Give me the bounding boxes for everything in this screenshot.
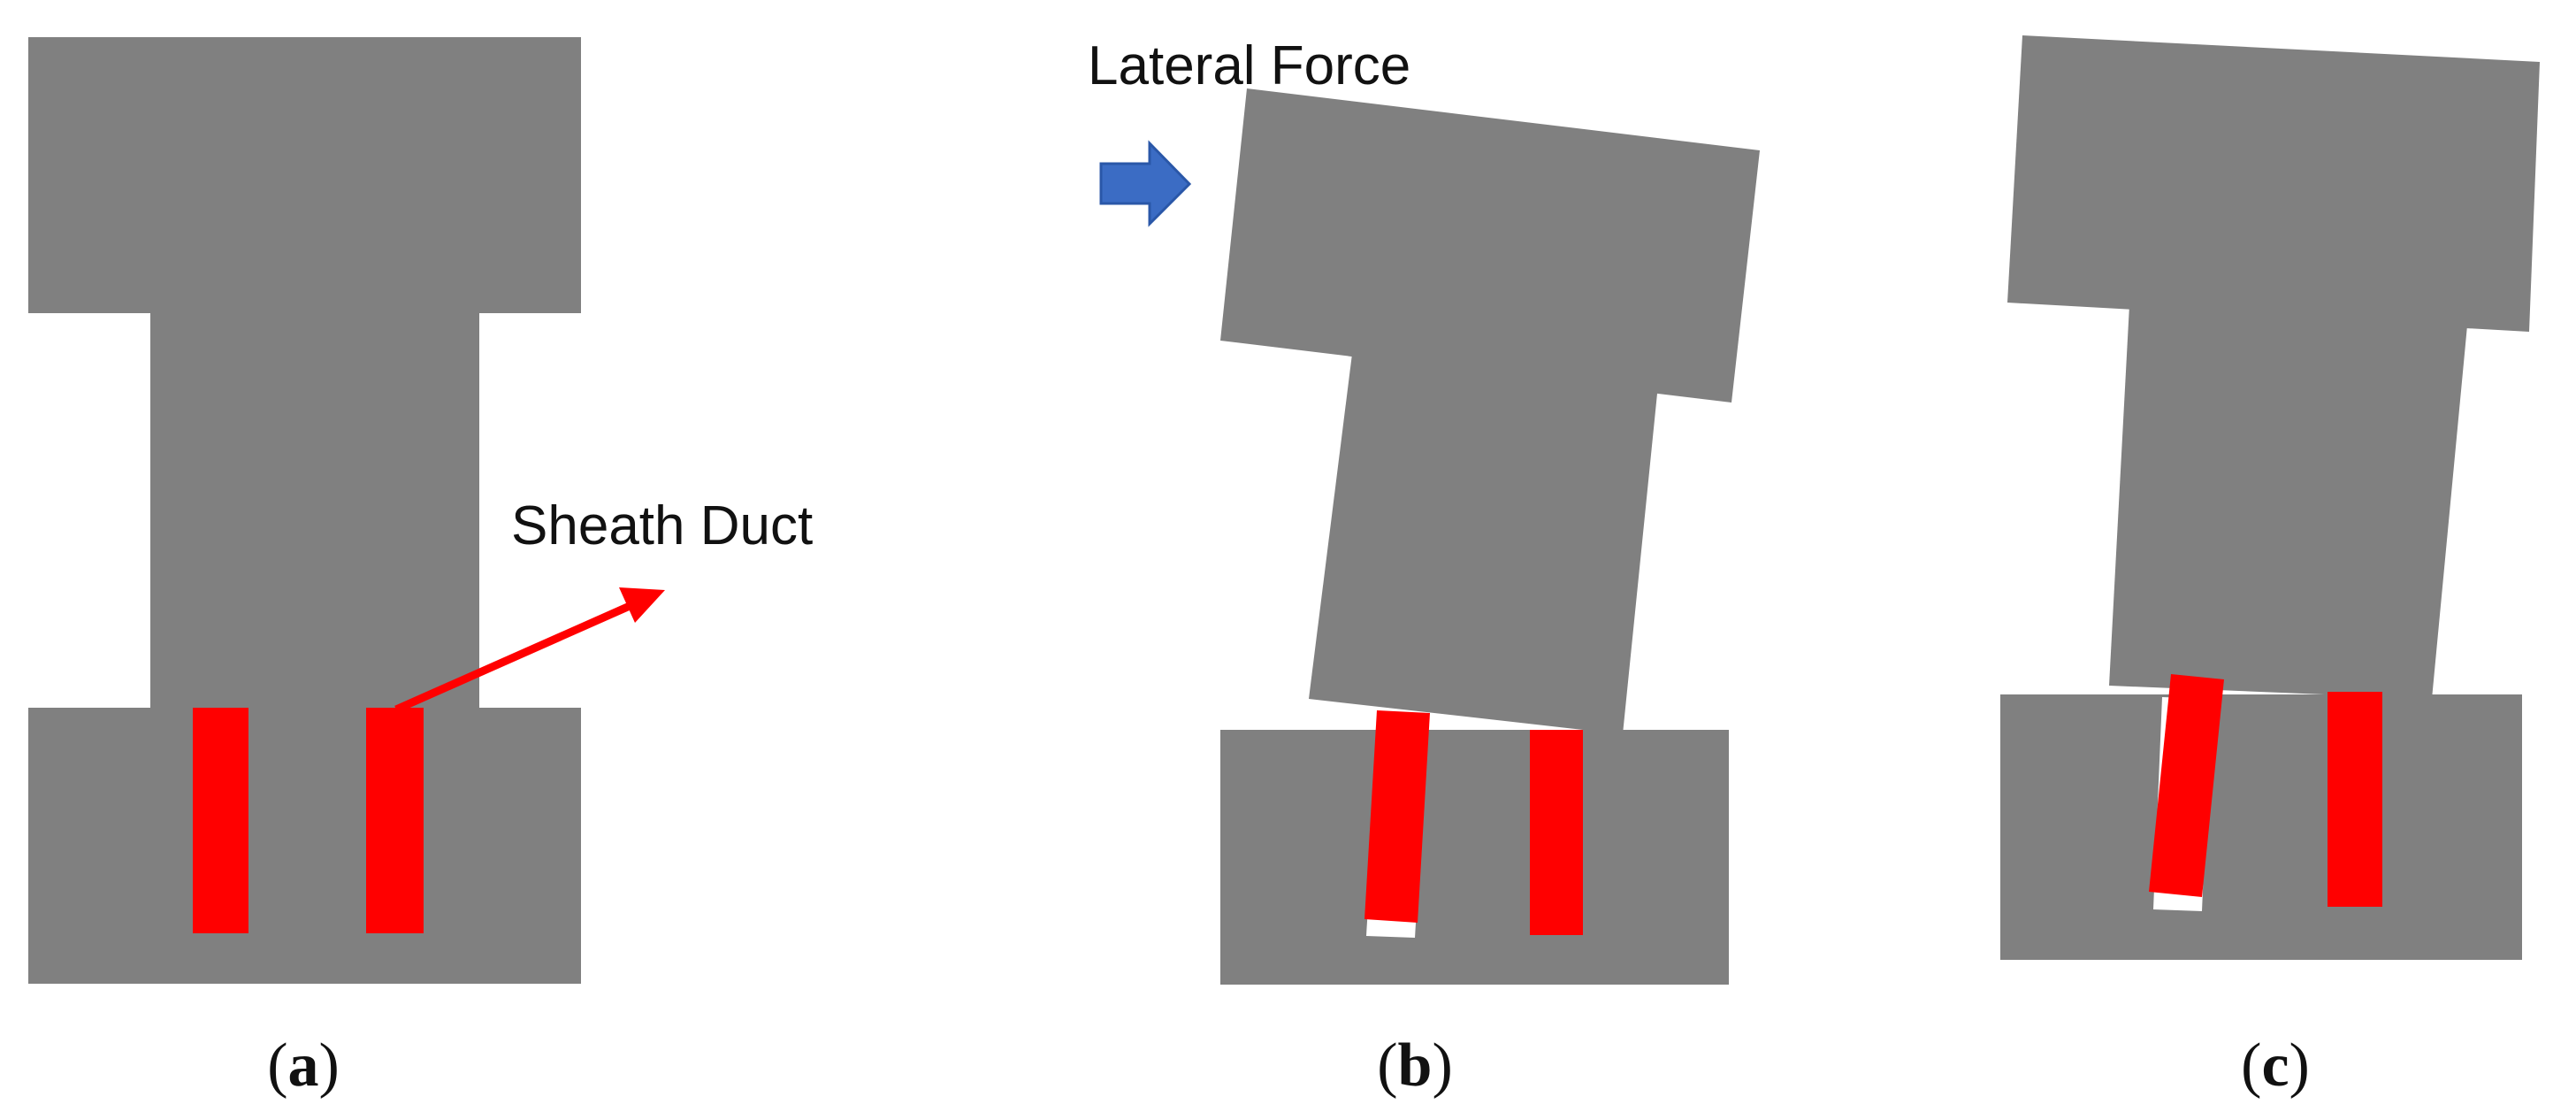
column-b [1309, 347, 1658, 734]
footing-a [28, 708, 581, 984]
sheath-duct-right-a [366, 708, 424, 933]
panel-a: Sheath Duct (a) [28, 37, 813, 1100]
sheath-duct-left-a [193, 708, 248, 933]
panel-b: Lateral Force (b) [1088, 35, 1760, 1100]
caption-a: (a) [267, 1031, 340, 1100]
sheath-duct-arrow [394, 587, 665, 714]
lateral-force-arrow-icon [1099, 140, 1192, 227]
sheath-duct-label: Sheath Duct [511, 495, 813, 556]
lateral-force-label: Lateral Force [1088, 35, 1410, 96]
sheath-duct-right-b [1530, 730, 1583, 935]
column-c [2109, 305, 2467, 699]
column-a [150, 308, 479, 717]
footing-b [1220, 730, 1729, 985]
cap-block-b [1220, 88, 1760, 403]
cap-block-a [28, 37, 581, 313]
caption-b: (b) [1377, 1031, 1453, 1100]
caption-c: (c) [2241, 1031, 2310, 1100]
sheath-duct-left-b [1364, 710, 1430, 923]
panel-c: (c) [2000, 35, 2540, 1100]
footing-c [2000, 694, 2522, 960]
sheath-duct-right-c [2328, 692, 2382, 907]
cap-block-c [2007, 35, 2540, 332]
sheath-duct-left-c [2149, 674, 2224, 897]
